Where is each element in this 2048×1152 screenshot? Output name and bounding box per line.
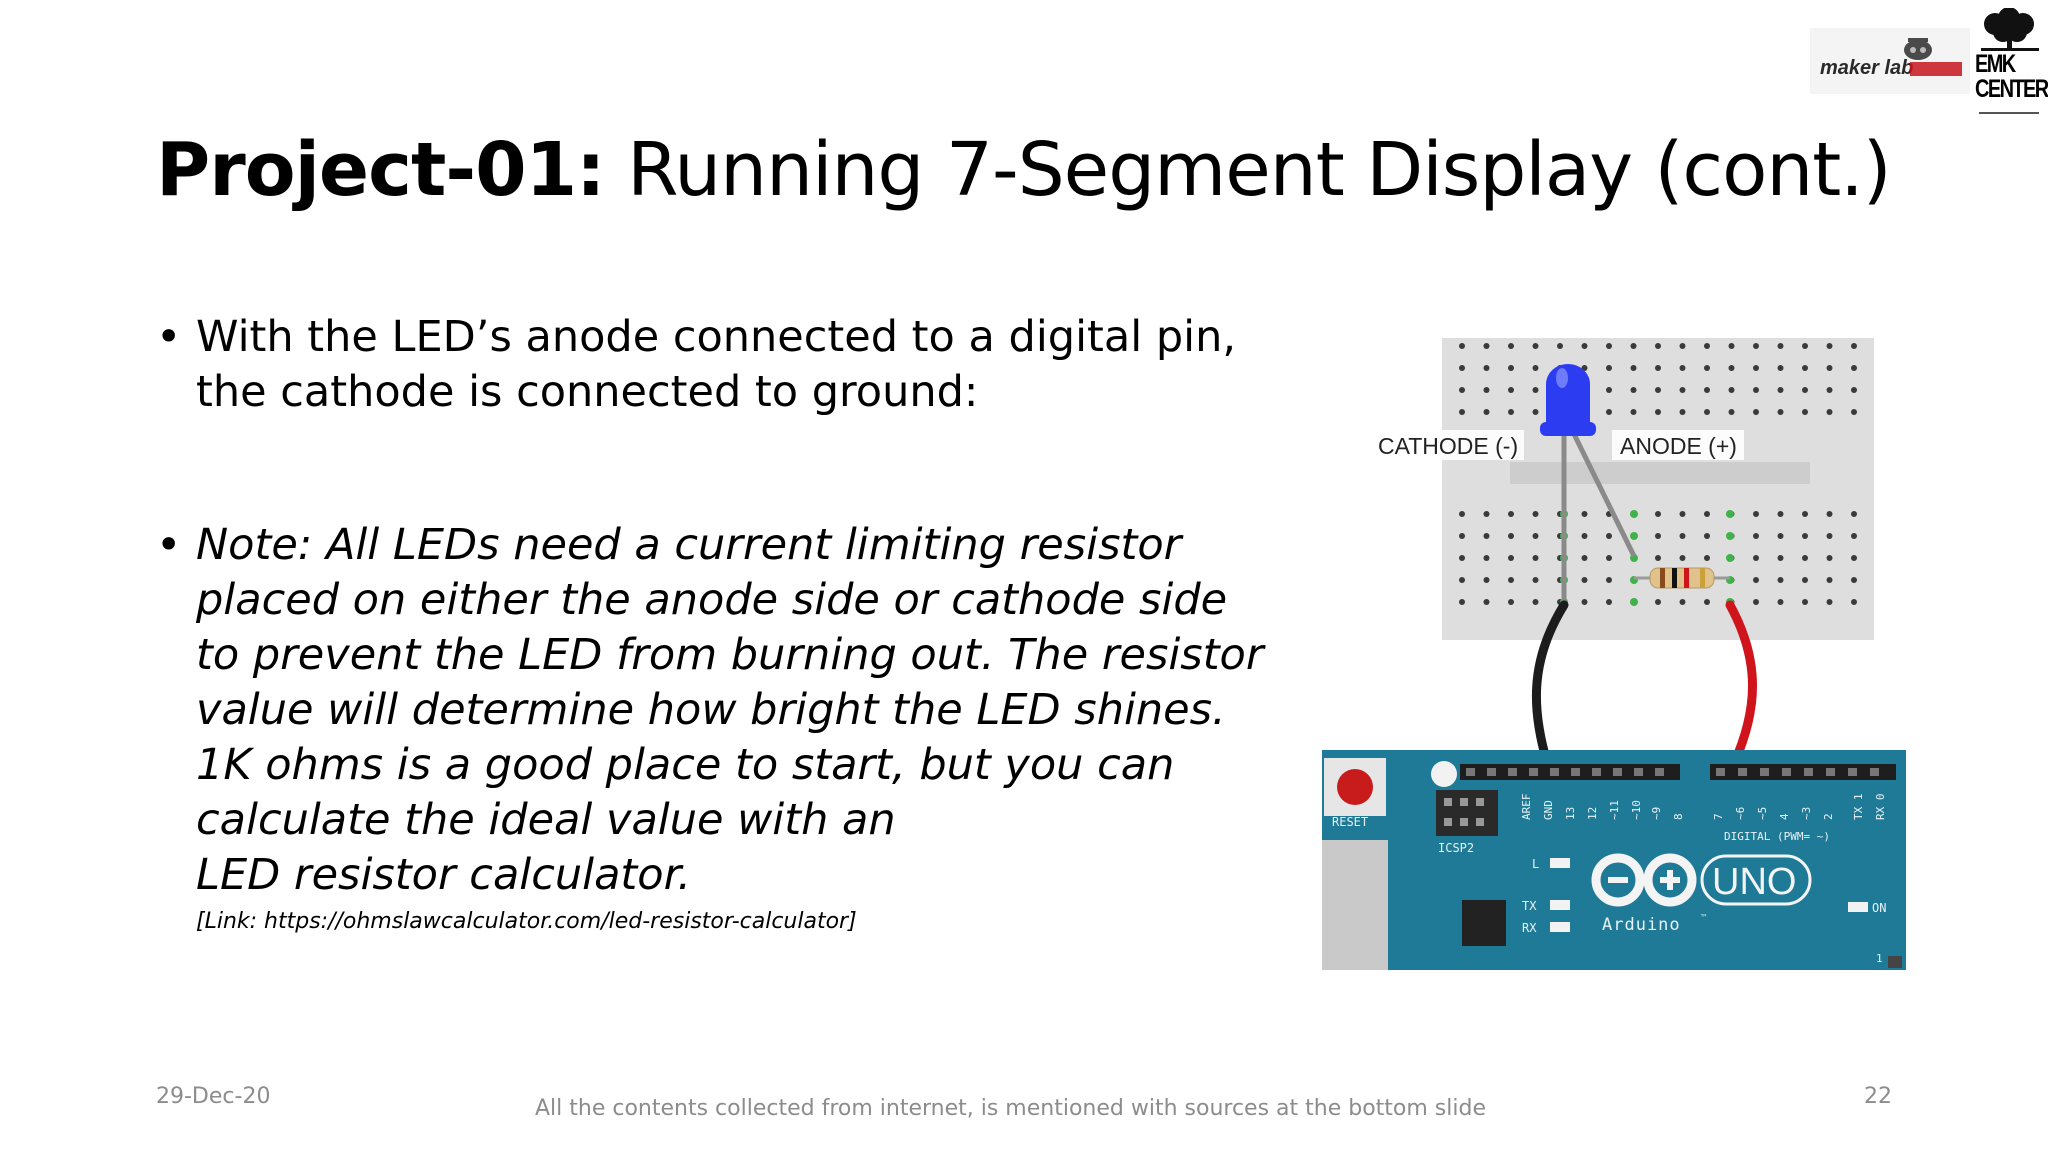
bullet-marker: • bbox=[156, 312, 182, 362]
resistor bbox=[1634, 567, 1730, 589]
pin-label: ~5 bbox=[1756, 807, 1769, 820]
gnd-label: GND bbox=[1542, 800, 1555, 820]
anode-label: ANODE (+) bbox=[1620, 433, 1737, 459]
tx-label: TX bbox=[1522, 899, 1537, 913]
note-line: calculate the ideal value with an bbox=[196, 795, 896, 845]
footer-note: All the contents collected from internet… bbox=[535, 1096, 1486, 1121]
pin-label: 12 bbox=[1586, 807, 1599, 820]
l-label: L bbox=[1532, 857, 1539, 871]
center-line: CENTER bbox=[1975, 75, 2048, 103]
robot-icon bbox=[1904, 38, 1932, 60]
pin-label: 7 bbox=[1712, 813, 1725, 820]
pin-label: 4 bbox=[1778, 813, 1791, 820]
pin-label: RX 0 bbox=[1874, 794, 1887, 821]
emk-center-text: EMK CENTER bbox=[1975, 50, 2048, 103]
digital-header-right bbox=[1710, 764, 1896, 780]
bullet-anode: • With the LED’s anode connected to a di… bbox=[156, 310, 1276, 420]
led-circuit-diagram: CATHODE (-) ANODE (+) RESET ICSP2 AREF G… bbox=[1322, 338, 1906, 970]
calculator-link[interactable]: [Link: https://ohmslawcalculator.com/led… bbox=[196, 909, 857, 934]
bullet-note: • Note: All LEDs need a current limiting… bbox=[156, 518, 1276, 937]
footer-date: 29-Dec-20 bbox=[156, 1084, 271, 1109]
pin-label: ~9 bbox=[1650, 807, 1663, 820]
reset-label: RESET bbox=[1332, 815, 1368, 829]
page-number: 22 bbox=[1864, 1084, 1892, 1109]
pin-label: ~6 bbox=[1734, 807, 1747, 820]
maker-lab-logo: maker lab bbox=[1810, 28, 1970, 94]
pin-label: ~11 bbox=[1608, 800, 1621, 820]
note-line: LED resistor calculator. bbox=[196, 850, 692, 900]
emk-center-logo: EMK CENTER bbox=[1975, 7, 2048, 118]
arduino-label: Arduino bbox=[1602, 915, 1681, 935]
breadboard-channel bbox=[1510, 462, 1810, 484]
uno-label: UNO bbox=[1712, 861, 1796, 903]
title-project: Project-01: bbox=[156, 127, 606, 213]
pin-label: 2 bbox=[1822, 813, 1835, 820]
note-line: placed on either the anode side or catho… bbox=[196, 575, 1228, 625]
tm-label: ™ bbox=[1700, 913, 1708, 922]
bullet-text-line: the cathode is connected to ground: bbox=[196, 367, 979, 417]
mounting-hole bbox=[1431, 761, 1457, 787]
on-label: ON bbox=[1872, 901, 1886, 915]
usb-connector bbox=[1322, 840, 1388, 970]
corner-pin-label: 1 bbox=[1876, 952, 1883, 965]
note-line: 1K ohms is a good place to start, but yo… bbox=[196, 740, 1175, 790]
pin-labels: 13 12 ~11 ~10 ~9 8 7 ~6 ~5 4 ~3 2 TX 1 RX 0 bbox=[1564, 794, 1887, 821]
arduino-infinity-logo bbox=[1591, 853, 1697, 907]
breadboard bbox=[1442, 338, 1874, 640]
pin-label: TX 1 bbox=[1852, 794, 1865, 821]
led bbox=[1540, 364, 1596, 436]
title-rest: Running 7-Segment Display (cont.) bbox=[604, 127, 1892, 213]
digital-label: DIGITAL (PWM= ~) bbox=[1724, 830, 1830, 843]
icsp-label: ICSP2 bbox=[1438, 841, 1474, 855]
note-line: Note: All LEDs need a current limiting r… bbox=[196, 520, 1182, 570]
slide-title: Project-01: Running 7-Segment Display (c… bbox=[156, 120, 1892, 220]
emk-line: EMK bbox=[1975, 50, 2016, 78]
chip bbox=[1462, 900, 1506, 946]
maker-lab-text: maker lab bbox=[1820, 57, 1913, 79]
cathode-label: CATHODE (-) bbox=[1378, 433, 1518, 459]
note-line: value will determine how bright the LED … bbox=[196, 685, 1226, 735]
bullet-marker: • bbox=[156, 520, 182, 570]
led-anode-leg bbox=[1569, 428, 1637, 558]
emk-underline bbox=[1979, 112, 2039, 114]
pin-label: 8 bbox=[1672, 813, 1685, 820]
note-line: to prevent the LED from burning out. The… bbox=[196, 630, 1264, 680]
pin-label: ~3 bbox=[1800, 807, 1813, 820]
pin-label: 13 bbox=[1564, 807, 1577, 820]
icsp-header bbox=[1436, 790, 1498, 836]
tree-icon bbox=[1981, 7, 2039, 51]
pin-label: ~10 bbox=[1630, 800, 1643, 820]
aref-label: AREF bbox=[1520, 794, 1533, 821]
uno-badge bbox=[1700, 854, 1812, 906]
bullet-text-line: With the LED’s anode connected to a digi… bbox=[196, 312, 1236, 362]
rx-label: RX bbox=[1522, 921, 1537, 935]
header-pins bbox=[1466, 768, 1879, 776]
